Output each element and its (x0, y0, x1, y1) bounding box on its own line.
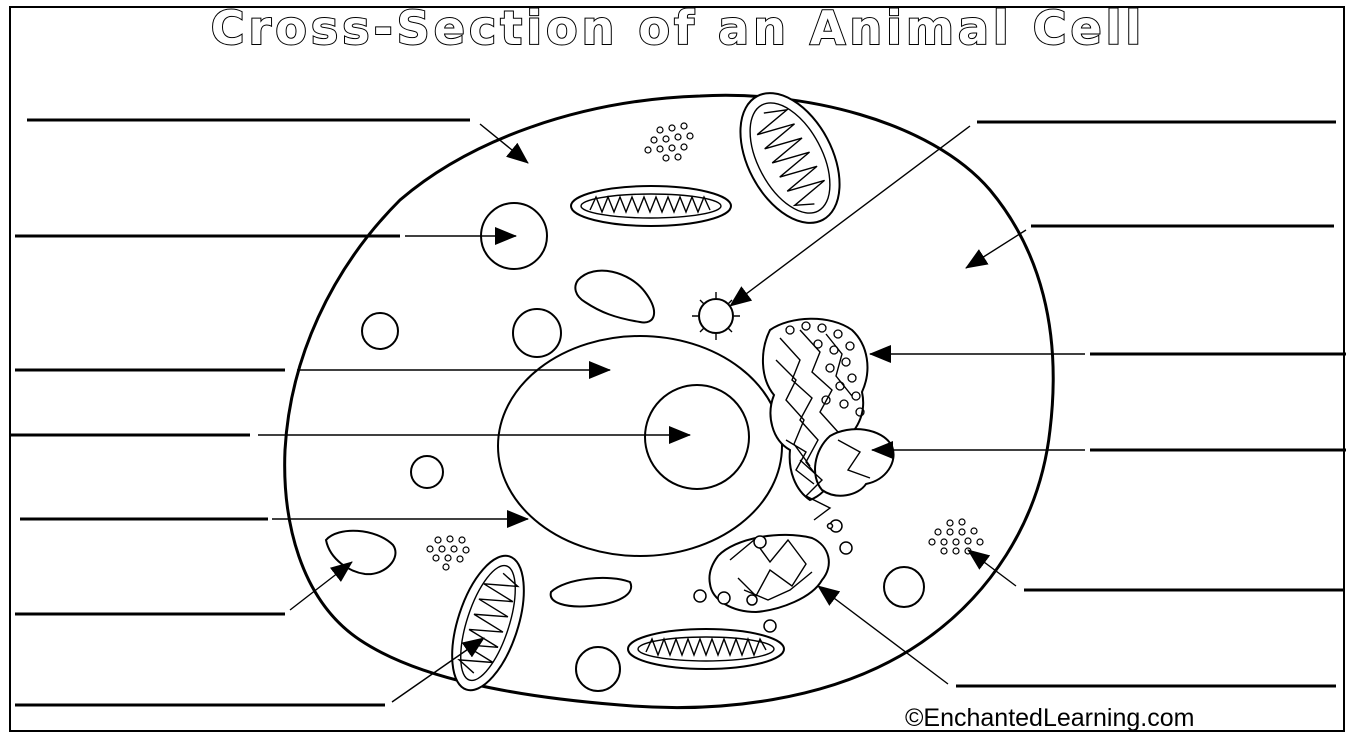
centrosome (692, 292, 740, 340)
ribosome-cluster (427, 536, 469, 570)
pointer-smooth-er (818, 586, 948, 684)
lysosome-shape (575, 271, 654, 323)
mitochondrion (628, 629, 784, 669)
vacuole-circle (513, 309, 561, 357)
ribosome-cluster (645, 123, 693, 161)
vacuole-circle (884, 567, 924, 607)
vacuole-shape (551, 578, 631, 607)
vacuole-shape (326, 531, 395, 574)
ribosome-cluster (929, 519, 983, 554)
vacuole-circle (362, 313, 398, 349)
nucleolus (645, 385, 749, 489)
pointer-cytoplasm (966, 230, 1026, 268)
copyright-credit: ©EnchantedLearning.com (905, 704, 1325, 732)
mitochondrion (438, 547, 538, 699)
vacuole-circle (576, 647, 620, 691)
mitochondrion (720, 76, 860, 239)
pointer-ribosomes (968, 550, 1016, 586)
mitochondrion (571, 186, 731, 226)
vacuole-circle (411, 456, 443, 488)
